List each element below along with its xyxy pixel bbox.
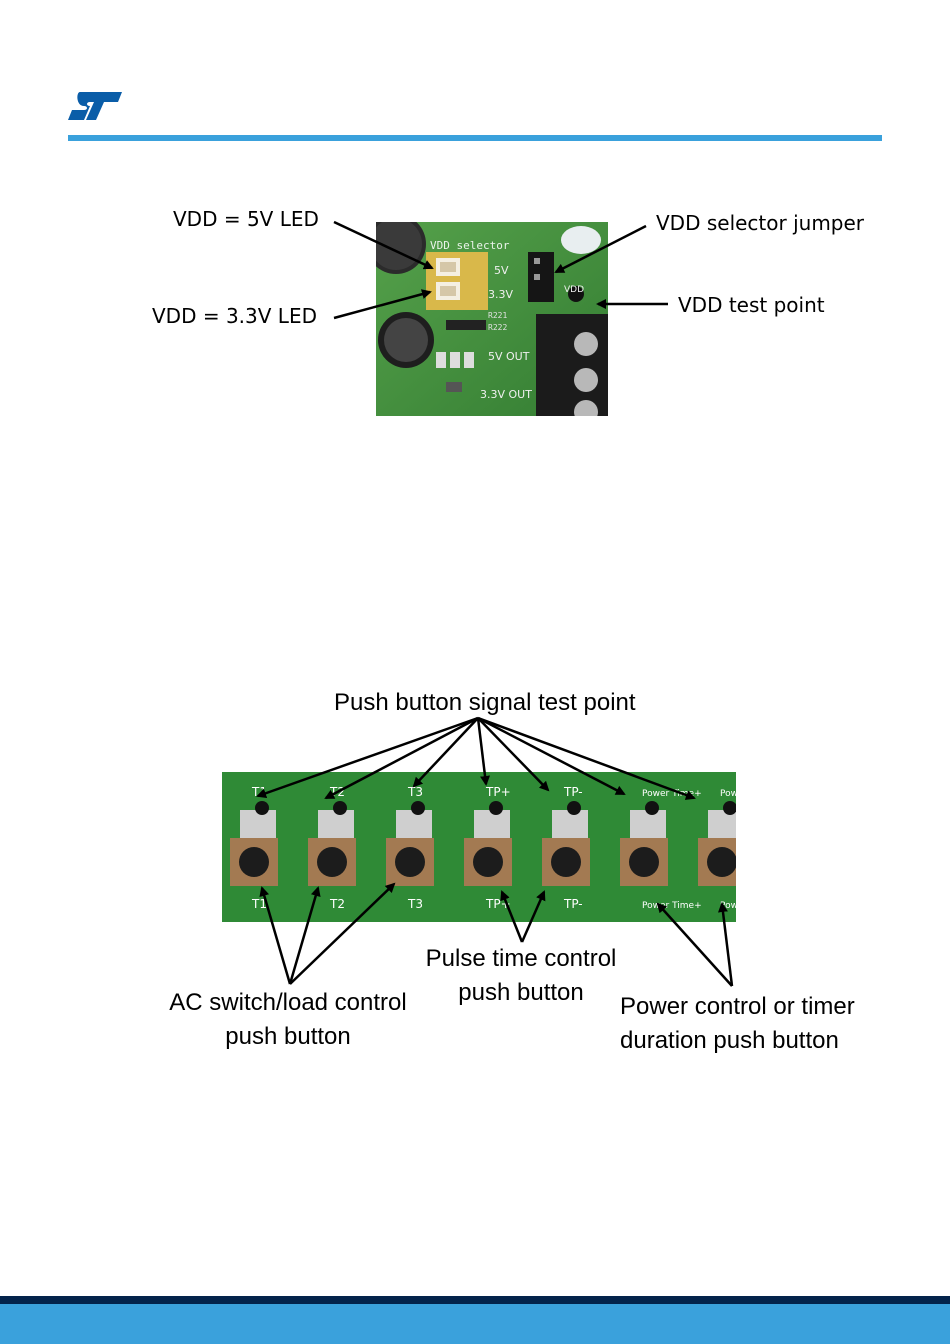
silk-5v: 5V — [494, 264, 509, 277]
label-pulse-time-line2: push button — [458, 979, 584, 1006]
label-ac-switch-line1: AC switch/load control — [169, 989, 407, 1016]
label-vdd-5v-led: VDD = 5V LED — [173, 207, 319, 231]
footer-blue-band — [0, 1304, 950, 1344]
label-vdd-33v-led: VDD = 3.3V LED — [152, 304, 317, 328]
footer-dark-band — [0, 1296, 950, 1304]
label-pulse-time: Pulse time control push button — [410, 942, 632, 1010]
silk-bottom-label: TP+ — [485, 897, 511, 911]
label-vdd-selector-jumper: VDD selector jumper — [656, 211, 865, 235]
label-vdd-test-point: VDD test point — [678, 293, 825, 317]
label-power-control: Power control or timer duration push but… — [620, 990, 855, 1058]
silk-bottom-label: TP- — [563, 897, 583, 911]
silk-bottom-label: T3 — [407, 897, 423, 911]
label-ac-switch: AC switch/load control push button — [150, 986, 426, 1054]
silk-top-label: T2 — [329, 785, 345, 799]
silk-bottom-label: Power Time- — [720, 901, 736, 911]
silk-3v3-out: 3.3V OUT — [480, 388, 532, 401]
header-rule — [68, 135, 882, 141]
silk-top-label: TP- — [563, 785, 583, 799]
silk-3v3: 3.3V — [488, 288, 513, 301]
silk-bottom-label: T1 — [251, 897, 267, 911]
label-push-button-signal-test-point: Push button signal test point — [334, 689, 636, 716]
silk-5v-out: 5V OUT — [488, 350, 530, 363]
silk-r221: R221 — [488, 311, 507, 320]
silk-top-label: TP+ — [485, 785, 511, 799]
silk-top-label: T3 — [407, 785, 423, 799]
silk-top-label: Power Time+ — [642, 789, 702, 799]
label-ac-switch-line2: push button — [225, 1023, 351, 1050]
silk-top-label: T1 — [251, 785, 267, 799]
silk-bottom-label: Power Time+ — [642, 901, 702, 911]
silk-bottom-label: T2 — [329, 897, 345, 911]
label-power-control-line1: Power control or timer — [620, 993, 855, 1020]
silk-vdd: VDD — [564, 285, 584, 295]
push-button-6: Power Time- Power Time- — [698, 789, 736, 911]
silk-top-label: Power Time- — [720, 789, 736, 799]
label-pulse-time-line1: Pulse time control — [425, 945, 617, 972]
vdd-board-photo: VDD selector 5V 3.3V VDD R221 R222 5V OU… — [376, 222, 608, 416]
silk-r222: R222 — [488, 323, 507, 332]
st-logo — [68, 92, 122, 120]
label-power-control-line2: duration push button — [620, 1027, 839, 1054]
silk-vdd-selector: VDD selector — [430, 239, 510, 252]
